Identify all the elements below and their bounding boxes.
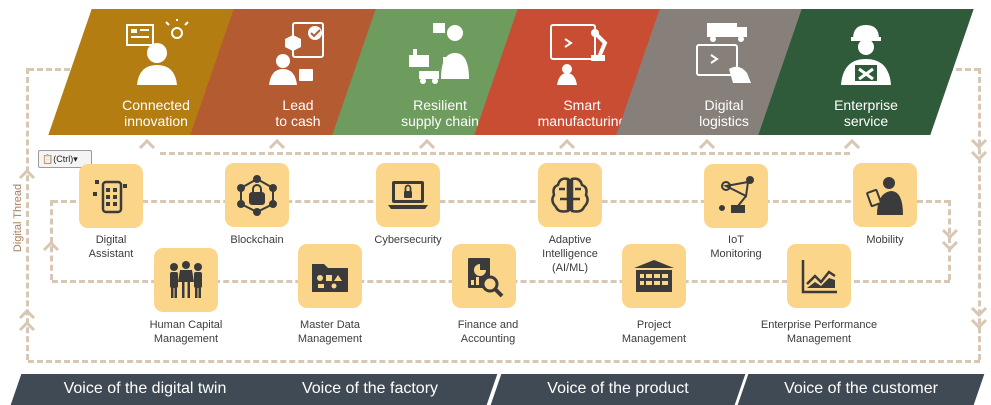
clipboard-icon: 📋 [42, 154, 54, 164]
arrow-down-icon [941, 240, 959, 252]
arrow-down-icon [970, 306, 988, 318]
voice-customer: Voice of the customer [737, 374, 985, 405]
tile-mobility [853, 163, 917, 227]
voice-factory: Voice of the factory [242, 374, 498, 405]
arrow-up-icon [418, 138, 436, 150]
tile-enterprise-performance [787, 244, 851, 308]
lead-to-cash-icon [269, 22, 324, 85]
connector-line [160, 152, 850, 155]
robot-arm-icon [550, 24, 608, 85]
arrow-up-icon [18, 168, 36, 180]
arrow-down-icon [970, 150, 988, 162]
warehouse-icon [634, 260, 674, 292]
tile-blockchain [225, 163, 289, 227]
caption-cybersecurity: Cybersecurity [374, 234, 442, 246]
tile-human-capital [154, 248, 218, 312]
people-group-icon [170, 261, 202, 298]
report-magnifier-icon [468, 258, 504, 298]
arrow-up-icon [843, 138, 861, 150]
outer-loop-bottom [28, 360, 980, 363]
arrow-up-icon [42, 240, 60, 252]
person-idea-icon [126, 19, 189, 85]
tile-cybersecurity [376, 163, 440, 227]
inner-loop-top [52, 200, 950, 203]
delivery-truck-icon [696, 23, 751, 83]
arrow-up-icon [138, 138, 156, 150]
voice-digital-twin: Voice of the digital twin [10, 374, 280, 405]
arrow-down-icon [970, 138, 988, 150]
brain-icon [551, 177, 589, 213]
line-chart-icon [801, 260, 837, 294]
tile-iot-monitoring [704, 164, 768, 228]
paste-options-button[interactable]: 📋(Ctrl)▾ [38, 150, 92, 168]
folder-shapes-icon [312, 264, 348, 292]
arrow-up-icon [18, 308, 36, 320]
voice-product: Voice of the product [490, 374, 746, 405]
blockchain-lock-icon [237, 175, 277, 216]
inner-loop-right [948, 200, 951, 280]
tile-adaptive-intelligence [538, 163, 602, 227]
caption-mobility: Mobility [866, 234, 904, 246]
arrow-up-icon [18, 320, 36, 332]
arrow-up-icon [268, 138, 286, 150]
caption-blockchain: Blockchain [230, 234, 284, 246]
outer-loop-right [978, 68, 981, 360]
arrow-down-icon [941, 228, 959, 240]
laptop-lock-icon [388, 181, 428, 209]
inner-loop-left [50, 200, 53, 280]
tile-digital-assistant [79, 164, 143, 228]
tile-project-management [622, 244, 686, 308]
arrow-down-icon [970, 318, 988, 330]
tile-finance [452, 244, 516, 308]
chevron-down-icon: ▾ [73, 154, 78, 164]
supply-chain-icon [409, 23, 469, 84]
smartphone-grid-icon [93, 180, 127, 214]
arrow-up-icon [558, 138, 576, 150]
service-technician-icon [841, 25, 891, 85]
arrow-up-icon [698, 138, 716, 150]
person-tablet-icon [866, 177, 903, 215]
iot-robot-icon [719, 176, 754, 213]
digital-thread-label: Digital Thread [12, 183, 25, 253]
outer-loop-left [26, 68, 29, 360]
tile-master-data [298, 244, 362, 308]
